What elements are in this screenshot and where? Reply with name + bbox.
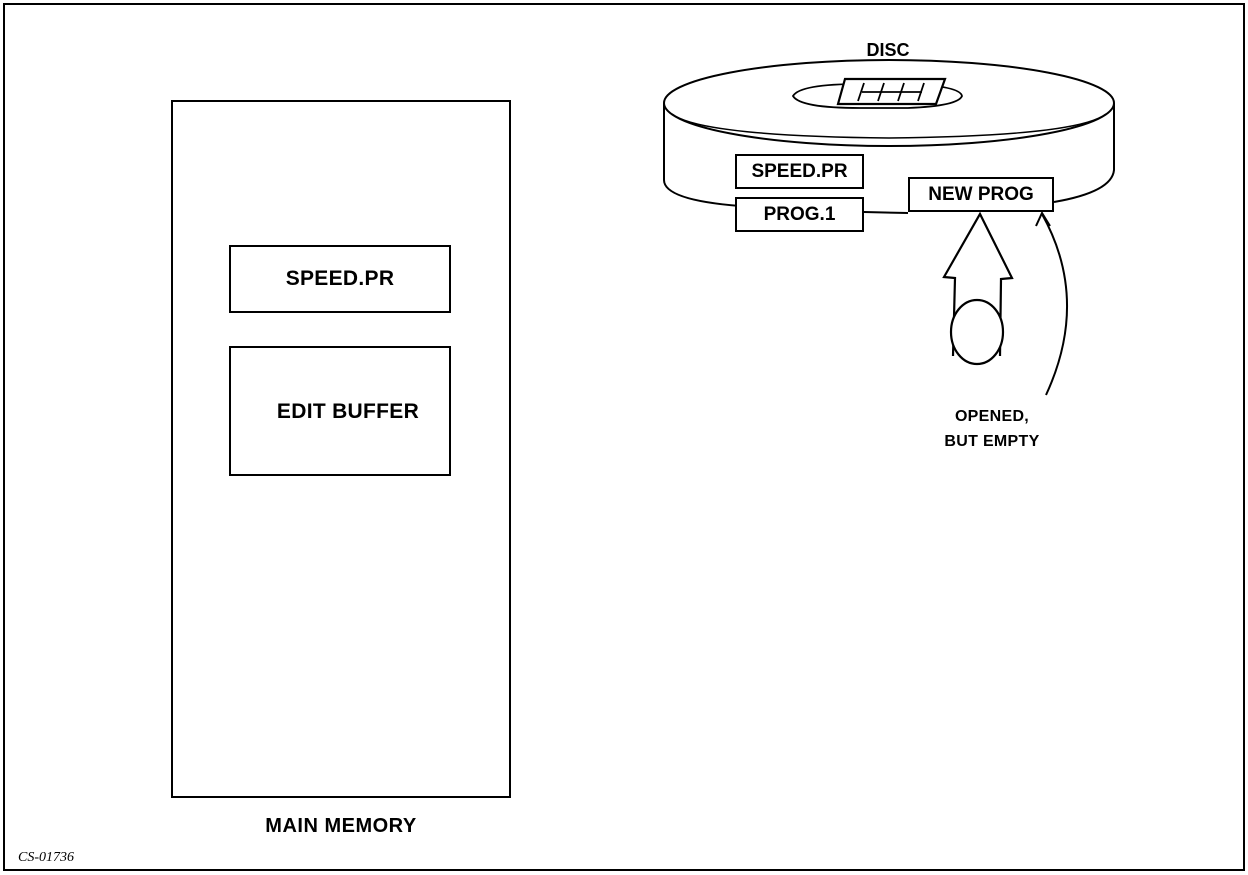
- disc-bottom-right-edge: [864, 212, 908, 213]
- access-arrow-tail: [951, 300, 1003, 364]
- disc-file-new-prog: NEW PROG: [908, 177, 1054, 212]
- disc-file-speed-pr: SPEED.PR: [735, 154, 864, 189]
- figure-id: CS-01736: [18, 850, 74, 866]
- opened-but-empty-note: OPENED, BUT EMPTY: [902, 404, 1082, 454]
- disc-label: DISC: [858, 40, 918, 61]
- note-pointer-line: [1042, 214, 1067, 395]
- disc-file-prog-1: PROG.1: [735, 197, 864, 232]
- note-pointer-arrowhead: [1036, 213, 1050, 226]
